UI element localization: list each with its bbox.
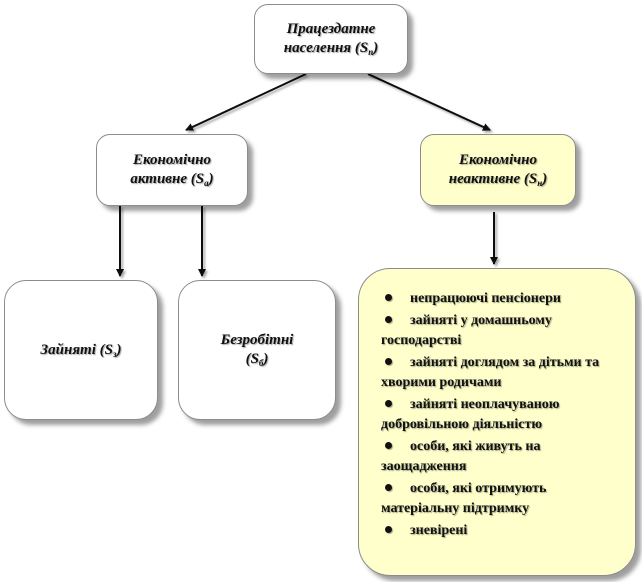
list-item: зневірені — [381, 521, 621, 541]
bullet-icon — [385, 526, 392, 534]
inactive-line2-text: неактивне (S — [448, 171, 538, 187]
list-item-text: зайняті у домашньому господарстві — [381, 313, 552, 348]
active-line2: активне (Sа) — [130, 170, 213, 189]
bullet-icon — [385, 294, 392, 302]
list-item: зайняті доглядом за дітьми та хворими ро… — [381, 353, 621, 393]
working-age-line2-text: населення (S — [283, 40, 369, 56]
bullet-icon — [385, 442, 392, 450]
working-age-line1: Працездатне — [286, 21, 376, 37]
unemployed-line2: (Sб) — [221, 350, 294, 369]
list-item-text: непрацюючі пенсіонери — [410, 291, 561, 306]
inactive-categories-node: непрацюючі пенсіонери зайняті у домашньо… — [358, 268, 636, 576]
arrow-working-to-inactive — [367, 73, 491, 131]
working-age-line2-end: ) — [373, 40, 379, 56]
active-line2-end: ) — [208, 171, 214, 187]
active-subscript: а — [204, 178, 209, 188]
list-item: зайняті неоплачуваною добровільною діяль… — [381, 395, 621, 435]
working-age-subscript: п — [368, 47, 374, 57]
economically-inactive-node: Економічно неактивне (Sн) — [420, 134, 576, 206]
list-item: особи, які отримують матеріальну підтрим… — [381, 479, 621, 519]
arrow-working-to-active — [185, 73, 307, 131]
bullet-icon — [385, 316, 392, 324]
working-age-line2: населення (Sп) — [284, 39, 378, 58]
inactive-line2: неактивне (Sн) — [449, 170, 547, 189]
bullet-icon — [385, 358, 392, 366]
list-item-text: особи, які живуть на заощадження — [381, 439, 541, 474]
inactive-line2-end: ) — [542, 171, 548, 187]
unemployed-line2-end: ) — [263, 351, 269, 367]
list-item-text: зневірені — [410, 523, 468, 538]
active-line2-text: активне (S — [130, 171, 205, 187]
working-age-population-node: Працездатне населення (Sп) — [254, 4, 408, 74]
list-item-text: особи, які отримують матеріальну підтрим… — [381, 481, 547, 516]
employed-end: ) — [116, 341, 122, 358]
employed-label: Зайняті (Sз) — [41, 341, 122, 360]
inactive-line1: Економічно — [459, 152, 537, 168]
list-item-text: зайняті неоплачуваною добровільною діяль… — [381, 397, 560, 432]
employed-subscript: з — [112, 348, 117, 359]
bullet-icon — [385, 484, 392, 492]
list-item: непрацюючі пенсіонери — [381, 289, 621, 309]
active-line1: Економічно — [133, 152, 211, 168]
economically-active-node: Економічно активне (Sа) — [96, 134, 248, 206]
list-item-text: зайняті доглядом за дітьми та хворими ро… — [381, 355, 600, 390]
unemployed-subscript: б — [258, 358, 264, 368]
list-item: зайняті у домашньому господарстві — [381, 311, 621, 351]
list-item: особи, які живуть на заощадження — [381, 437, 621, 477]
unemployed-line1: Безробітні — [220, 332, 294, 348]
unemployed-line2-text: (S — [245, 351, 259, 367]
unemployed-node: Безробітні (Sб) — [178, 280, 336, 420]
inactive-categories-list: непрацюючі пенсіонери зайняті у домашньо… — [381, 289, 621, 541]
bullet-icon — [385, 400, 392, 408]
employed-node: Зайняті (Sз) — [4, 280, 158, 420]
employed-text: Зайняті (S — [40, 341, 113, 358]
inactive-subscript: н — [537, 178, 543, 188]
